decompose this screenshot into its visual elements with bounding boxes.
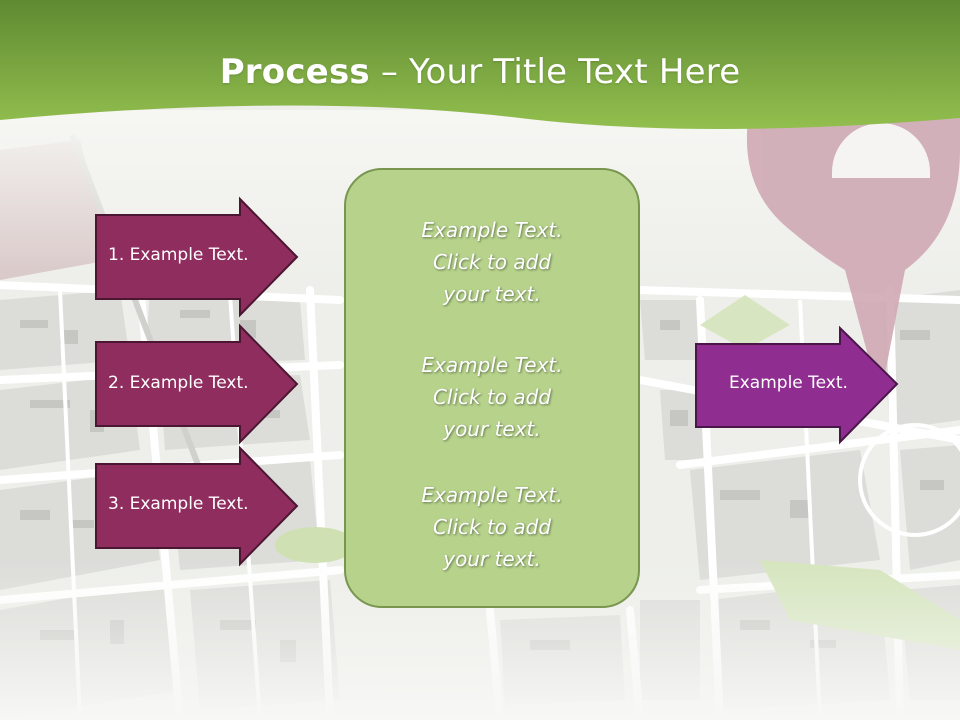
title-regular-part: – Your Title Text Here <box>369 52 741 92</box>
left-arrow-2-label[interactable]: 2. Example Text. <box>108 373 249 393</box>
left-arrow-2[interactable] <box>95 323 300 445</box>
left-arrow-1-label[interactable]: 1. Example Text. <box>108 245 249 265</box>
left-arrow-3[interactable] <box>95 445 300 567</box>
center-text-box[interactable]: Example Text. Click to add your text. Ex… <box>344 168 640 608</box>
right-arrow[interactable] <box>695 325 900 445</box>
location-pin-icon <box>746 110 960 400</box>
center-paragraph-1[interactable]: Example Text. Click to add your text. <box>421 218 563 306</box>
right-arrow-label[interactable]: Example Text. <box>729 373 848 393</box>
slide-title[interactable]: Process – Your Title Text Here <box>0 52 960 92</box>
center-paragraph-2[interactable]: Example Text. Click to add your text. <box>421 353 563 441</box>
left-arrow-1[interactable] <box>95 196 300 318</box>
title-bold-part: Process <box>219 52 370 92</box>
left-arrow-3-label[interactable]: 3. Example Text. <box>108 494 249 514</box>
center-paragraph-3[interactable]: Example Text. Click to add your text. <box>421 483 563 571</box>
